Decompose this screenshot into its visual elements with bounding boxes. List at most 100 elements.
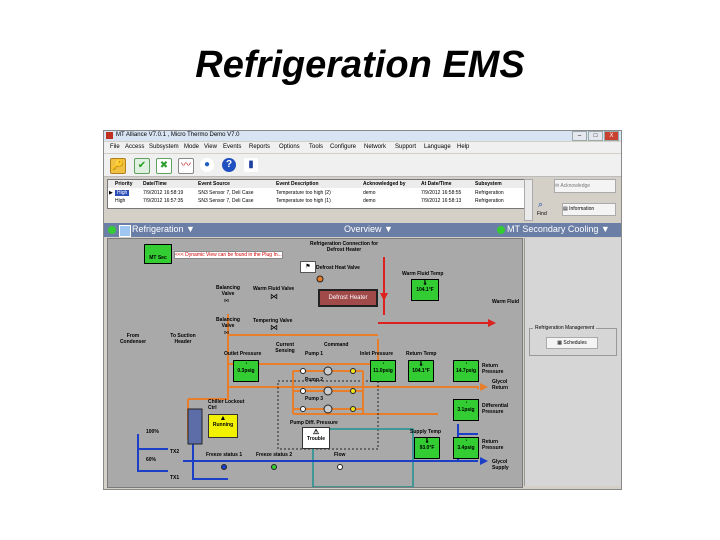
- status-led-icon: [497, 226, 505, 234]
- minimize-button[interactable]: –: [572, 131, 587, 141]
- view-nav-bar: Refrigeration ▼ Overview ▼ MT Secondary …: [104, 223, 621, 237]
- tempering-valve-icon[interactable]: ⋈: [270, 323, 278, 332]
- menu-access[interactable]: Access: [125, 144, 145, 150]
- subsystem-label: Refrigeration: [132, 224, 184, 234]
- cooling-label: MT Secondary Cooling: [507, 224, 599, 234]
- cooling-dropdown[interactable]: MT Secondary Cooling ▼: [507, 224, 610, 234]
- defrost-valve-icon[interactable]: ⚑: [300, 261, 316, 273]
- command-led: [350, 368, 356, 374]
- diff-pressure-sensor[interactable]: ◔3.1psig: [453, 399, 479, 421]
- schedules-button[interactable]: ▦ Schedules: [546, 337, 598, 349]
- flow-led: [337, 464, 343, 470]
- pipe-orange-left: [188, 387, 229, 400]
- diff-pressure-value: 3.1psig: [457, 407, 475, 413]
- table-cell: 7/9/2012 16:57:35: [143, 198, 184, 204]
- menu-help[interactable]: Help: [457, 144, 470, 150]
- window-title: MT Alliance V7.0.1 , Micro Thermo Demo V…: [116, 132, 240, 138]
- table-cell: 7/9/2012 16:58:55: [421, 190, 462, 196]
- menu-options[interactable]: Options: [279, 144, 300, 150]
- table-cell: 7/9/2012 16:58:19: [143, 190, 184, 196]
- trouble-status[interactable]: ⚠Trouble: [302, 427, 330, 449]
- table-row[interactable]: ▶ High 7/9/2012 16:58:19 SN3 Sensor 7, D…: [108, 189, 524, 197]
- warm-fluid-valve-label: Warm Fluid Valve: [253, 286, 295, 292]
- menu-configure[interactable]: Configure: [330, 144, 357, 150]
- menu-reports[interactable]: Reports: [249, 144, 271, 150]
- subsystem-dropdown[interactable]: Refrigeration ▼: [132, 224, 195, 234]
- menu-view[interactable]: View: [204, 144, 217, 150]
- gauge-icon: ◔: [244, 361, 248, 367]
- trend-chart-icon[interactable]: 〰: [178, 158, 194, 174]
- calendar-icon: ▦: [557, 340, 564, 346]
- flow-label: Flow: [334, 452, 346, 458]
- warm-fluid-valve-icon[interactable]: ⋈: [270, 292, 278, 301]
- menu-subsystem[interactable]: Subsystem: [149, 144, 179, 150]
- refrig-connection-label: Refrigeration Connection for Defrost Hea…: [309, 241, 379, 253]
- return-pressure-value: 14.7psig: [455, 368, 476, 374]
- column-header[interactable]: Subsystem: [475, 181, 502, 187]
- chiller-running-status[interactable]: ▲Running: [208, 414, 238, 438]
- column-header[interactable]: Acknowledged by: [363, 181, 406, 187]
- acknowledge-button[interactable]: ✉ Acknowledge: [554, 179, 616, 193]
- view-label: Overview: [344, 224, 382, 234]
- defrost-valve-led: [316, 275, 324, 283]
- alarm-clear-icon[interactable]: ✖: [156, 158, 172, 174]
- outlet-pressure-sensor[interactable]: ◔0.3psig: [233, 360, 259, 382]
- menu-tools[interactable]: Tools: [309, 144, 324, 150]
- information-button[interactable]: ▤ Information: [562, 203, 616, 216]
- warm-fluid-temp-sensor[interactable]: 🌡104.1°F: [411, 279, 439, 301]
- globe-icon[interactable]: ●: [200, 158, 214, 172]
- tempering-valve-label: Tempering Valve: [253, 318, 293, 324]
- piping-diagram: [137, 257, 496, 487]
- defrost-heater[interactable]: Defrost Heater: [318, 289, 378, 307]
- balancing-valve-2-icon[interactable]: ⋈: [224, 330, 229, 336]
- return-temp-sensor[interactable]: 🌡104.1°F: [408, 360, 434, 382]
- menu-support[interactable]: Support: [395, 144, 417, 150]
- warning-icon: ⚠: [312, 429, 320, 436]
- dynamic-view-note: <<< Dynamic View can be found in the Plu…: [174, 251, 283, 259]
- column-header[interactable]: Priority: [115, 181, 133, 187]
- column-header[interactable]: Event Source: [198, 181, 230, 187]
- tx1-label: TX1: [170, 475, 180, 481]
- column-header[interactable]: At Date/Time: [421, 181, 452, 187]
- view-dropdown[interactable]: Overview ▼: [344, 224, 393, 234]
- valve-pct-1: 100%: [146, 429, 159, 435]
- column-header[interactable]: Date/Time: [143, 181, 167, 187]
- alarm-scrollbar[interactable]: [524, 179, 533, 221]
- balancing-valve-icon[interactable]: ⋈: [224, 298, 229, 304]
- menu-network[interactable]: Network: [364, 144, 387, 150]
- table-cell: Temperature too high (1): [276, 198, 331, 204]
- checkmark-icon[interactable]: ✔: [134, 158, 150, 174]
- supply-pressure-sensor[interactable]: ◔3.4psig: [453, 437, 479, 459]
- trouble-label: Trouble: [306, 436, 326, 442]
- bar-chart-icon[interactable]: ▮: [244, 158, 258, 172]
- chevron-down-icon: ▼: [600, 224, 610, 234]
- current-sensing-label: Current Sensing: [275, 342, 295, 354]
- inlet-pressure-sensor[interactable]: ◔11.0psig: [370, 360, 396, 382]
- find-label[interactable]: Find: [537, 211, 547, 217]
- close-button[interactable]: X: [604, 131, 619, 141]
- table-cell: SN3 Sensor 7, Deli Case: [198, 190, 254, 196]
- status-led-icon: [108, 226, 116, 234]
- inlet-pressure-value: 11.0psig: [373, 368, 393, 374]
- mt-sec-button[interactable]: MT Sec: [144, 244, 172, 264]
- help-icon[interactable]: ?: [222, 158, 236, 172]
- pump-symbols: [221, 275, 356, 470]
- maximize-button[interactable]: □: [588, 131, 603, 141]
- app-window: MT Alliance V7.0.1 , Micro Thermo Demo V…: [103, 130, 622, 490]
- menu-mode[interactable]: Mode: [184, 144, 200, 150]
- return-pressure-sensor[interactable]: ◔14.7psig: [453, 360, 479, 382]
- supply-temp-sensor[interactable]: 🌡93.0°F: [414, 437, 440, 459]
- pump2-led: [300, 388, 306, 394]
- table-row[interactable]: High 7/9/2012 16:57:35 SN3 Sensor 7, Del…: [108, 197, 524, 205]
- table-cell: Refrigeration: [475, 198, 504, 204]
- column-header[interactable]: Event Description: [276, 181, 319, 187]
- balancing-valve-label: Balancing Valve: [216, 285, 240, 297]
- menu-events[interactable]: Events: [223, 144, 242, 150]
- mt-sec-label: MT Sec: [149, 255, 167, 261]
- menu-language[interactable]: Language: [424, 144, 451, 150]
- folder-key-icon[interactable]: 🔑: [110, 158, 126, 174]
- freeze2-led: [271, 464, 277, 470]
- menu-file[interactable]: File: [110, 144, 120, 150]
- find-icon[interactable]: ⌕: [538, 199, 544, 209]
- gauge-icon: ◔: [464, 400, 468, 406]
